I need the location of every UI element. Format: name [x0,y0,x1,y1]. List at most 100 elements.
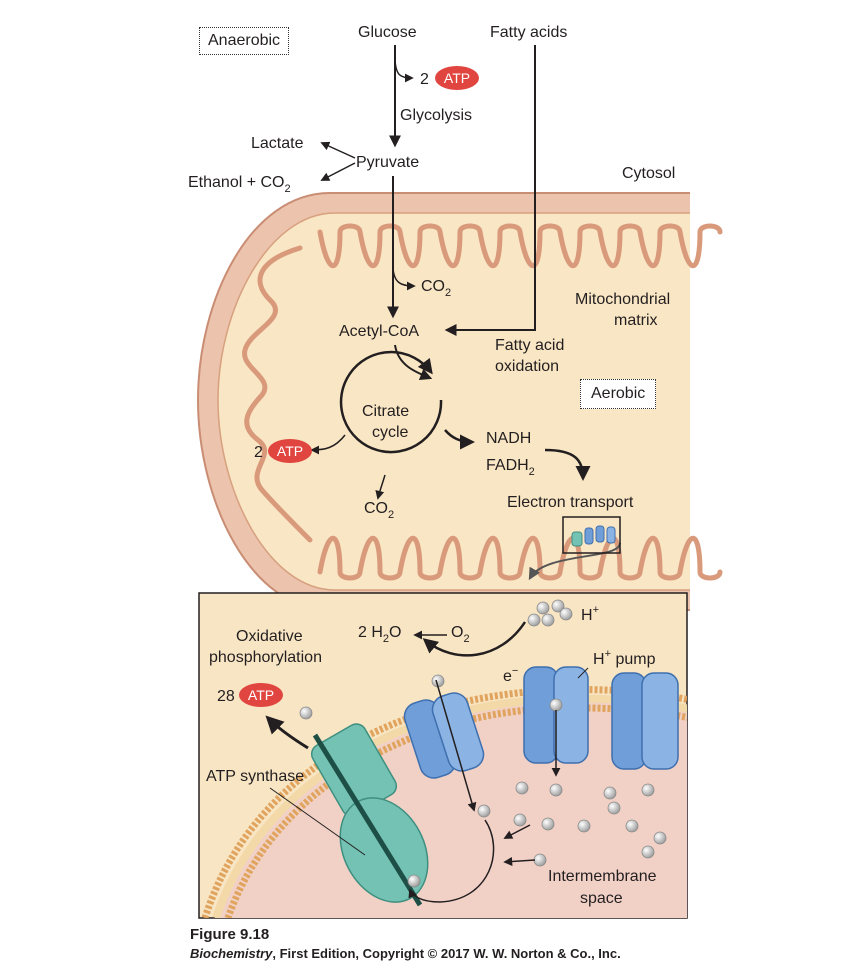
cytosol-label: Cytosol [622,165,675,182]
arrow-nadh-et [544,448,591,481]
cristae-bottom [317,536,723,581]
mitochondrion [196,192,723,611]
co2-label-cycle: CO2 [364,500,394,521]
protons [299,599,667,888]
proton [515,781,529,795]
pathway-arrows [310,45,621,581]
aerobic-label: Aerobic [591,385,646,402]
aerobic-box: Aerobic [580,379,657,409]
fadh2-label: FADH2 [486,457,535,478]
arrow-glucose-atp [394,59,414,83]
atp-badge-oxphos: 28 ATP [217,683,283,707]
h-pump [523,666,589,764]
fatty-acid-ox-label-2: oxidation [495,358,559,375]
oxphos-label-1: Oxidative [236,628,303,645]
arrow-et-inset [528,542,621,581]
proton [541,817,555,831]
pyruvate-label: Pyruvate [356,154,419,171]
electron-transport-label: Electron transport [507,494,634,511]
proton [641,845,655,859]
proton [603,786,617,800]
ethanol-label: Ethanol + CO2 [188,174,291,195]
glycolysis-label: Glycolysis [400,107,472,124]
proton [527,613,541,627]
cristae-left [242,245,313,543]
co2-label-pdh: CO2 [421,278,451,299]
nadh-label: NADH [486,430,531,447]
arrow-pyruvate-ethanol [320,162,356,181]
arrow-pump1-proton [435,679,477,812]
proton [625,819,639,833]
arrow-e-to-o2 [422,621,527,657]
cristae-top [317,223,723,268]
labels: Glucose Fatty acids Glycolysis Lactate P… [188,24,675,907]
proton [477,804,491,818]
arrow-acetylcoa-cycle [394,344,433,381]
atp-label-glycolysis: ATP [444,70,470,86]
proton [549,783,563,797]
atp-count-glycolysis: 2 [420,71,429,88]
proton [533,853,547,867]
proton [653,831,667,845]
proton [407,874,421,888]
arrow-cycle-atp [310,434,346,455]
figure-credit-rest: , First Edition, Copyright © 2017 W. W. … [272,946,621,961]
mito-matrix-label-1: Mitochondrial [575,291,670,308]
complex-pump-3 [611,672,679,770]
proton [559,607,573,621]
acetyl-coa-label: Acetyl-CoA [339,323,419,340]
anaerobic-label: Anaerobic [208,32,281,49]
arrow-fattyacids-acetylcoa [444,45,536,336]
figure-credit-book: Biochemistry [190,946,273,961]
arrow-synthase-atp [265,715,309,750]
arrow-pyruvate-co2 [392,267,416,291]
arrow-proton-2 [503,857,536,867]
proton [549,698,563,712]
h-pump-label: H+ pump [593,648,656,668]
water-label: 2 H2O [358,624,401,645]
intermembrane-label-2: space [580,890,623,907]
lactate-label: Lactate [251,135,304,152]
intermembrane-label-1: Intermembrane [548,868,657,885]
matrix-area [217,212,690,591]
anaerobic-box: Anaerobic [199,27,290,55]
proton [513,813,527,827]
electron-label: e− [503,665,518,685]
mito-matrix-label-2: matrix [614,312,658,329]
proton [641,783,655,797]
atp-badge-citrate: 2 ATP [254,439,312,463]
figure-number: Figure 9.18 [190,926,270,943]
proton [551,599,565,613]
arrow-proton-1 [503,824,531,839]
arrow-return-flow [408,819,495,903]
arrow-cycle-nadh [444,429,475,450]
proton [299,706,313,720]
proton [577,819,591,833]
inset-panel [198,592,688,919]
atp-badge-glycolysis: 2 ATP [420,66,479,90]
oxygen-label: O2 [451,624,470,645]
fatty-acid-ox-label-1: Fatty acid [495,337,564,354]
fatty-acids-label: Fatty acids [490,24,567,41]
proton [536,601,550,615]
arrow-pyruvate-lactate [320,141,356,159]
atp-synthase [310,723,429,907]
glucose-label: Glucose [358,24,417,41]
proton [541,613,555,627]
inner-membrane-outer-leaflet [201,686,687,918]
h-plus-label: H+ [581,604,599,624]
figure-credit: Biochemistry, First Edition, Copyright ©… [190,946,621,961]
atp-count-oxphos: 28 [217,688,235,705]
proton [607,801,621,815]
atp-count-citrate: 2 [254,444,263,461]
electron-transport-box [562,516,621,554]
atp-label-citrate: ATP [277,443,303,459]
citrate-label-2: cycle [372,424,409,441]
citrate-cycle-circle [339,350,443,454]
atp-label-oxphos: ATP [248,687,274,703]
citrate-label-1: Citrate [362,403,409,420]
atp-synthase-label: ATP synthase [206,768,304,785]
oxphos-label-2: phosphorylation [209,649,322,666]
arrow-cycle-co2 [375,474,386,500]
